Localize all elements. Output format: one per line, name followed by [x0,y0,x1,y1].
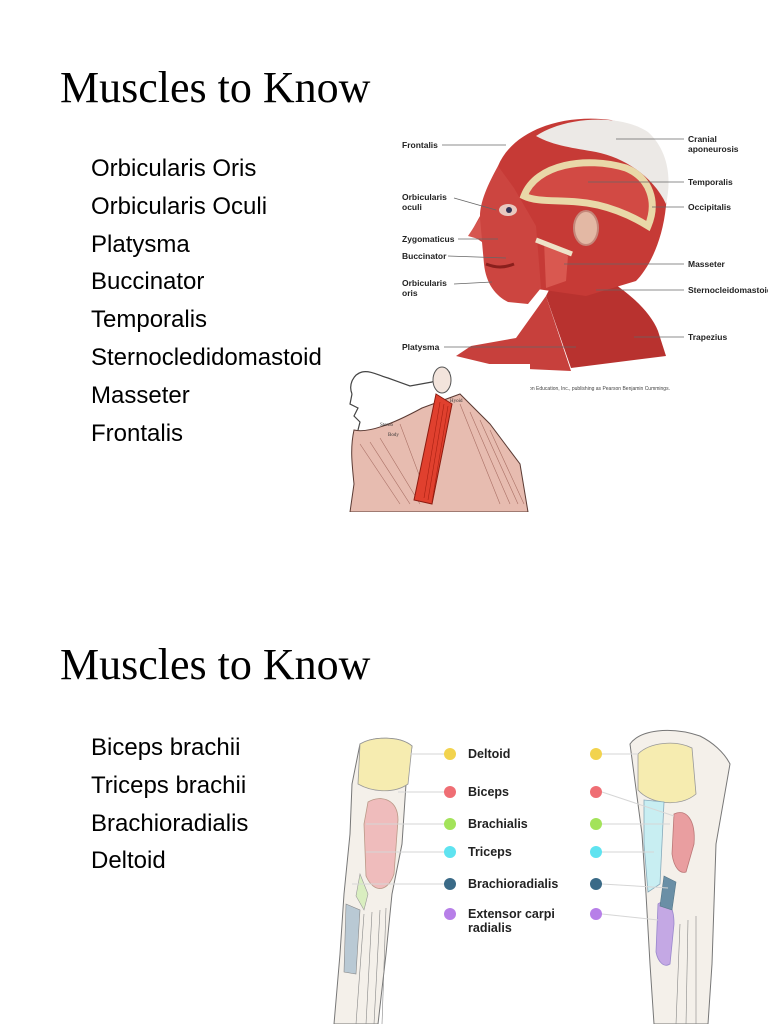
list-item: Orbicularis Oculi [91,192,268,220]
muscle-list: Orbicularis Oris Orbicularis Oculi Platy… [91,150,322,452]
label-masseter: Masseter [688,259,726,269]
legend-dot-right [590,878,602,890]
label-temporalis: Temporalis [688,177,733,187]
legend-dot-right [590,908,602,920]
legend-dot-left [444,786,456,798]
neck-muscle-diagram: Sterno Hyoid Body [340,364,530,512]
label-buccinator: Buccinator [402,251,447,261]
arm-label: Brachioradialis [468,877,558,891]
list-item: Sternocledidomastoid [91,343,322,371]
label-trapezius: Trapezius [688,332,727,342]
image-credit: Pearson Education, Inc., publishing as P… [516,386,670,392]
neck-label: Hyoid [450,399,463,404]
head-muscle-diagram: Frontalis Orbicularis oculi Zygomaticus … [396,106,768,396]
slide-head-neck: Muscles to Know Orbicularis Oris Orbicul… [60,63,768,512]
label-orbicularis-oris: Orbicularis [402,278,447,288]
list-item: Platysma [91,230,190,258]
list-item: Triceps brachii [91,771,247,799]
label-zygomaticus: Zygomaticus [402,234,455,244]
arm-label: radialis [468,921,512,935]
list-item: Buccinator [91,268,205,296]
legend-dot-right [590,846,602,858]
neck-label: Body [388,433,399,438]
list-item: Temporalis [91,306,208,334]
arm-back-illustration [629,730,731,1024]
legend-dot-left [444,878,456,890]
slide-title: Muscles to Know [60,640,371,689]
list-item: Biceps brachii [91,734,241,761]
list-item: Frontalis [91,419,184,447]
label-platysma: Platysma [402,342,440,352]
arm-label: Biceps [468,785,509,799]
slide-arm: Muscles to Know Biceps brachii Triceps b… [0,579,768,1024]
legend-dot-left [444,908,456,920]
arm-label: Deltoid [468,747,510,761]
label-orbicularis-oris-2: oris [402,288,418,298]
legend-dot-left [444,748,456,760]
list-item: Orbicularis Oris [91,155,257,182]
legend-dot-right [590,818,602,830]
muscle-list: Biceps brachii Triceps brachii Brachiora… [91,729,248,880]
list-item: Deltoid [91,847,166,875]
arm-label: Extensor carpi [468,907,555,921]
list-item: Brachioradialis [91,809,249,837]
label-frontalis: Frontalis [402,140,438,150]
label-sternocleidomastoid: Sternocleidomastoid [688,285,768,295]
arm-front-illustration [333,737,413,1024]
legend-dot-right [590,748,602,760]
neck-label: Sterno [380,423,394,428]
arm-muscle-diagram: DeltoidBicepsBrachialisTricepsBrachiorad… [320,724,750,1024]
arm-label: Brachialis [468,817,528,831]
label-cranial-aponeurosis-2: aponeurosis [688,144,739,154]
label-occipitalis: Occipitalis [688,202,731,212]
slide-title: Muscles to Know [60,63,371,112]
label-orbicularis-oculi: Orbicularis [402,192,447,202]
label-cranial-aponeurosis: Cranial [688,134,717,144]
label-orbicularis-oculi-2: oculi [402,202,422,212]
legend-dot-right [590,786,602,798]
legend-dot-left [444,818,456,830]
list-item: Masseter [91,381,190,409]
arm-label: Triceps [468,845,512,859]
legend-dot-left [444,846,456,858]
